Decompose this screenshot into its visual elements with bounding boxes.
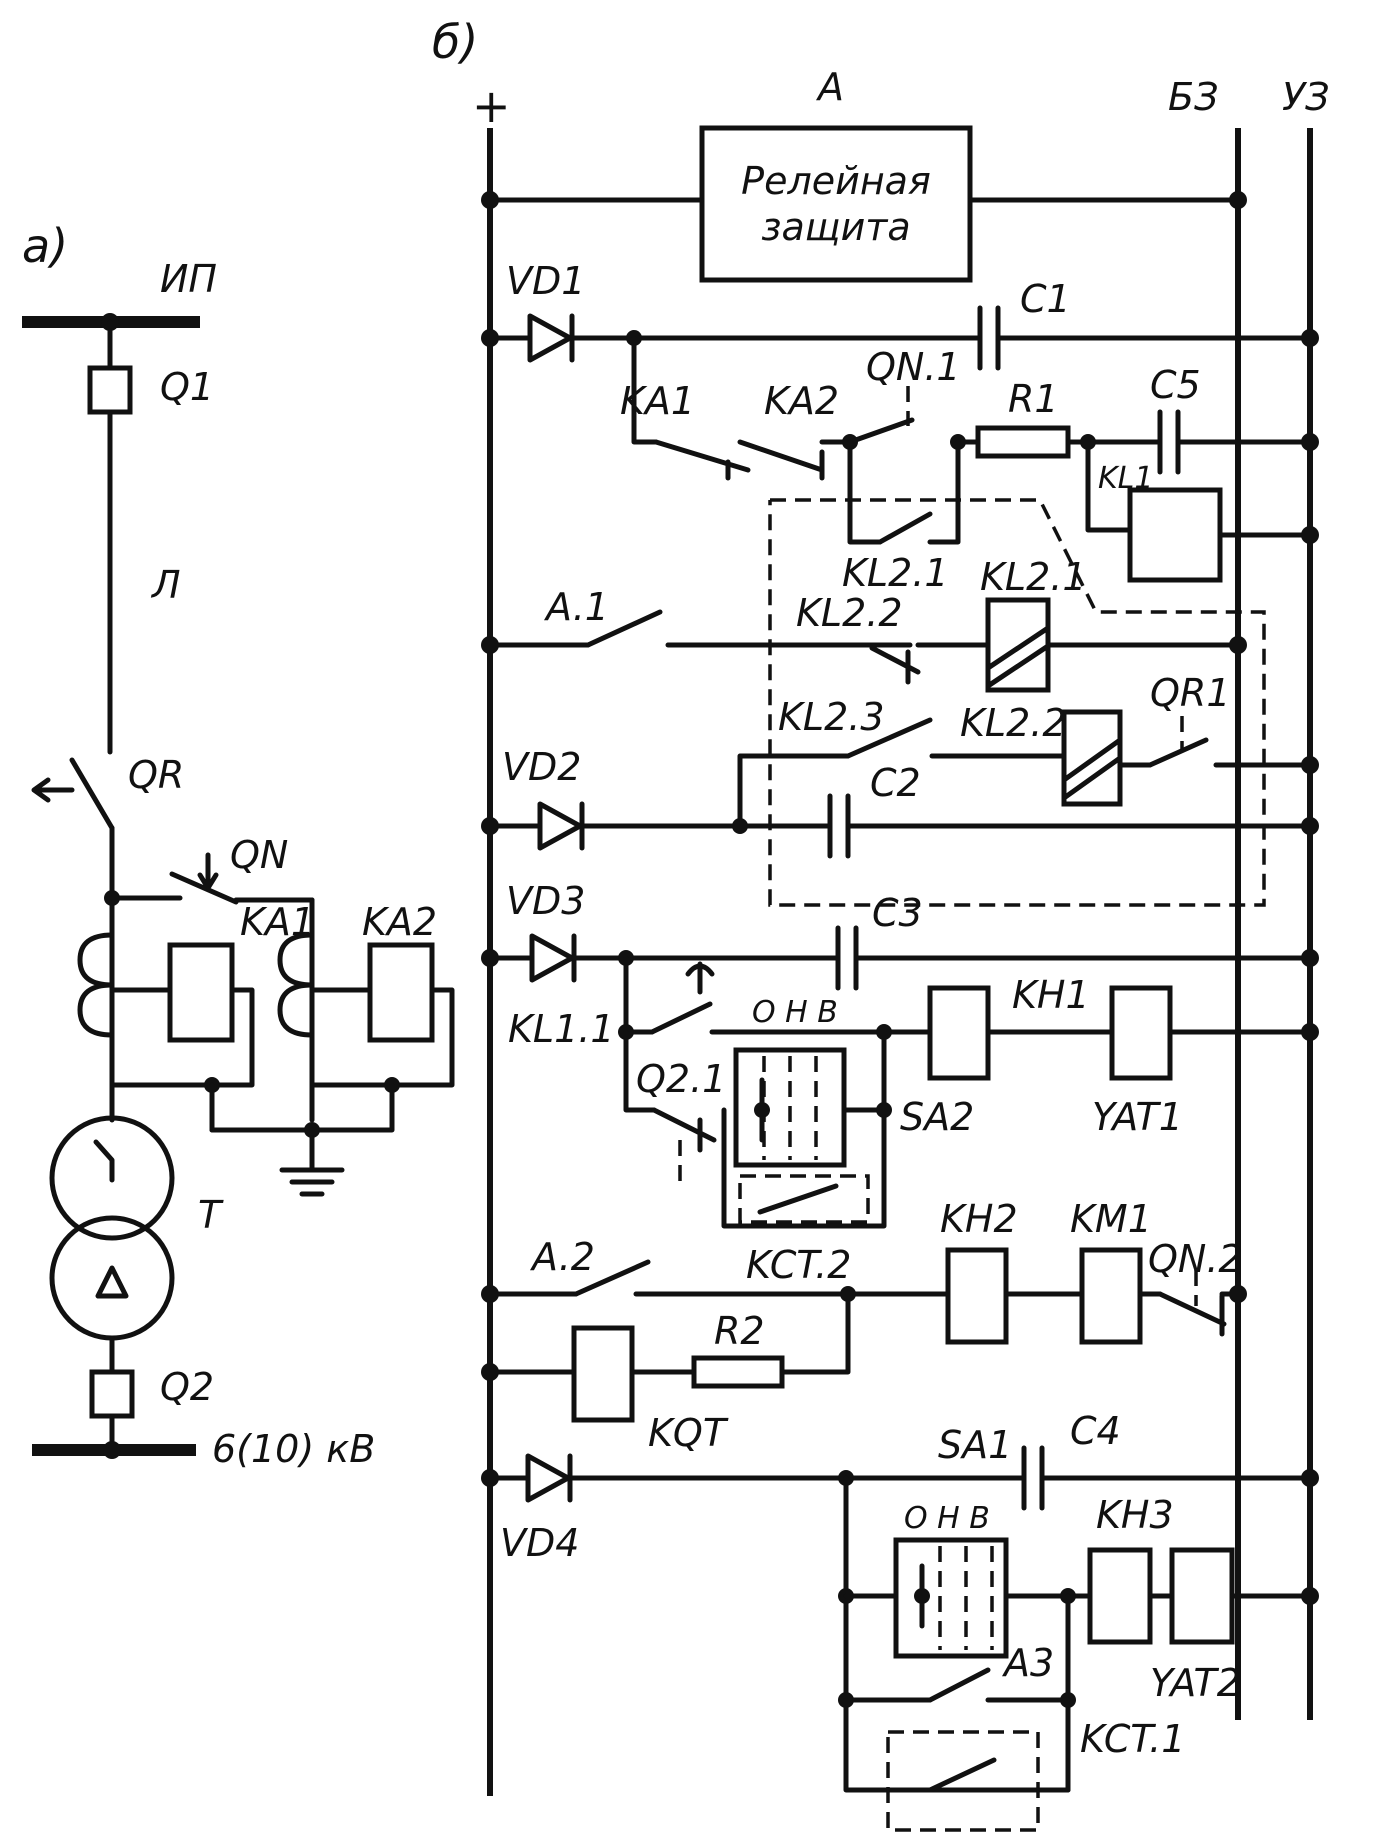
km1-label: KM1 (1070, 1197, 1152, 1241)
kct1-label: KCT.1 (1080, 1717, 1185, 1761)
relay-km1 (1079, 1247, 1143, 1345)
kct2-enclosure (738, 1174, 870, 1224)
diode-vd3 (529, 933, 575, 983)
ka2-contact-label: KA2 (764, 379, 839, 423)
qr1-label: QR1 (1150, 671, 1231, 715)
plus-bus-label: + (472, 79, 511, 133)
block-letter: А (815, 65, 844, 109)
relay-ka2 (367, 942, 435, 1043)
section-a-label: а) (22, 219, 68, 273)
resistor-r1 (975, 425, 1071, 459)
diode-vd1 (527, 313, 573, 363)
c5-label: C5 (1150, 363, 1201, 407)
kh2-label: KH2 (940, 1197, 1018, 1241)
coil-yat1 (1109, 985, 1173, 1081)
section-b-schematic: б) + БЗ УЗ А Релейная защита VD1 C1 (432, 15, 1330, 1832)
relay-kh1 (927, 985, 991, 1081)
a1-label: A.1 (543, 585, 609, 629)
diode-vd2 (537, 801, 583, 851)
vd4-label: VD4 (500, 1521, 579, 1565)
r1-label: R1 (1008, 377, 1059, 421)
kl1-label: KL1 (1098, 461, 1153, 496)
breaker-q2 (89, 1369, 135, 1419)
uz-bus-label: УЗ (1282, 75, 1330, 119)
sa2-positions-label: О Н В (752, 995, 838, 1030)
relay-protection-block (699, 125, 973, 283)
relay-kh2 (945, 1247, 1009, 1345)
diode-vd4 (525, 1453, 571, 1503)
vd3-label: VD3 (506, 879, 585, 923)
q21-label: Q2.1 (636, 1057, 726, 1101)
c1-label: C1 (1020, 277, 1071, 321)
transformer-label: T (198, 1193, 224, 1237)
c2-label: C2 (870, 761, 921, 805)
kl21-coil-label: KL2.1 (980, 555, 1087, 599)
a2-label: A.2 (529, 1235, 595, 1279)
switch-sa1 (893, 1537, 1009, 1659)
breaker-q1-label: Q1 (160, 365, 214, 409)
kct2-label: KCT.2 (746, 1243, 851, 1287)
kh1-label: KH1 (1012, 973, 1090, 1017)
relay-ka1 (167, 942, 235, 1043)
contact-arrow (685, 961, 715, 995)
ka1-contact-label: KA1 (620, 379, 695, 423)
breaker-q2-label: Q2 (160, 1365, 214, 1409)
relay-kh3 (1087, 1547, 1153, 1645)
kqt-label: KQT (648, 1411, 729, 1455)
line-label: Л (150, 563, 181, 607)
voltage-label: 6(10) кВ (212, 1427, 375, 1471)
relay-ka2-label: KA2 (362, 900, 437, 944)
relay-kl1 (1127, 487, 1223, 583)
kl2-enclosure (768, 498, 1266, 907)
sa2-label: SA2 (900, 1095, 974, 1139)
qn1-label: QN.1 (866, 345, 961, 389)
relay-kqt (571, 1325, 635, 1423)
block-line-1: Релейная (741, 159, 931, 203)
kh3-label: KH3 (1096, 1493, 1174, 1537)
c3-label: C3 (872, 891, 923, 935)
resistor-r2 (691, 1355, 785, 1389)
sa1-positions-label: О Н В (904, 1501, 990, 1536)
kl22-contact-label: KL2.2 (796, 591, 903, 635)
section-b-label: б) (432, 15, 478, 69)
kct1-enclosure (886, 1730, 1040, 1832)
kl21-contact-label: KL2.1 (842, 551, 949, 595)
disconnector-label: QR (128, 753, 184, 797)
transformer-winding-star (49, 1115, 175, 1241)
r2-label: R2 (714, 1309, 765, 1353)
kl22-coil-label: KL2.2 (960, 701, 1067, 745)
sa1-label: SA1 (938, 1423, 1012, 1467)
c4-label: C4 (1070, 1409, 1121, 1453)
kl23-label: KL2.3 (778, 695, 885, 739)
kl11-label: KL1.1 (508, 1007, 615, 1051)
yat2-label: YAT2 (1150, 1661, 1241, 1705)
coil-yat2 (1169, 1547, 1235, 1645)
source-bus-label: ИП (160, 257, 217, 301)
section-a-schematic: а) ИП Q1 Л QR QN KA1 (22, 219, 455, 1471)
bz-bus-label: БЗ (1168, 75, 1218, 119)
vd1-label: VD1 (506, 259, 585, 303)
block-line-2: защита (761, 205, 910, 249)
breaker-q1 (87, 365, 133, 415)
short-circuiter-label: QN (230, 833, 288, 877)
qn2-label: QN.2 (1148, 1237, 1243, 1281)
vd2-label: VD2 (502, 745, 581, 789)
yat1-label: YAT1 (1092, 1095, 1183, 1139)
a3-label: A3 (1001, 1641, 1054, 1685)
